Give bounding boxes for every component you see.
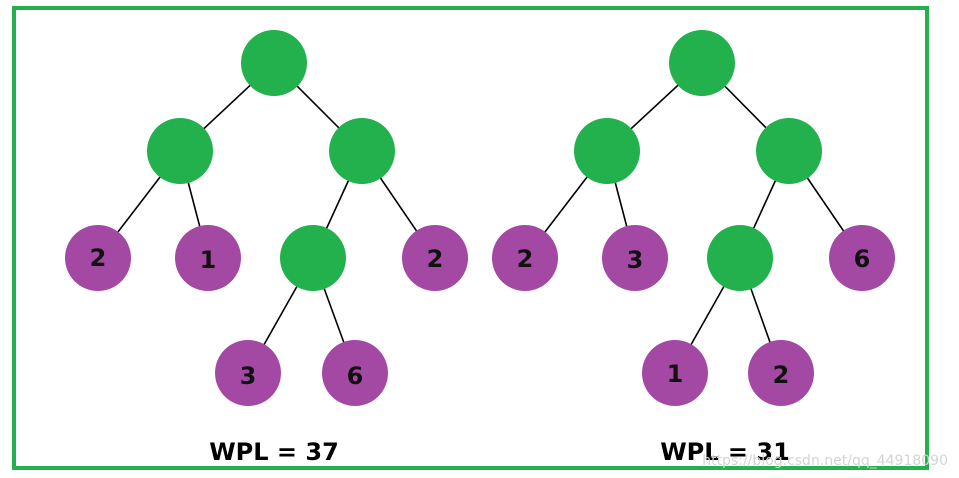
- tree-left: 2 1 3 6 2 WPL = 37: [65, 30, 468, 466]
- leaf-weight-label: 3: [627, 246, 644, 274]
- internal-node-root: [669, 30, 735, 96]
- internal-node: [574, 118, 640, 184]
- internal-node: [756, 118, 822, 184]
- watermark-text: https://blog.csdn.net/qq_44918090: [702, 453, 948, 469]
- wpl-label-right: WPL = 31: [660, 438, 790, 466]
- leaf-weight-label: 1: [200, 246, 217, 274]
- leaf-weight-label: 2: [427, 245, 444, 273]
- internal-node: [329, 118, 395, 184]
- leaf-weight-label: 6: [347, 362, 364, 390]
- leaf-weight-label: 6: [854, 245, 871, 273]
- leaf-node: [602, 225, 668, 291]
- leaf-weight-label: 2: [90, 244, 107, 272]
- leaf-weight-label: 1: [667, 360, 684, 388]
- leaf-weight-label: 2: [773, 361, 790, 389]
- leaf-node: [215, 340, 281, 406]
- leaf-node: [175, 225, 241, 291]
- leaf-weight-label: 3: [240, 362, 257, 390]
- leaf-node: [748, 340, 814, 406]
- internal-node: [147, 118, 213, 184]
- wpl-label-left: WPL = 37: [209, 438, 339, 466]
- leaf-node: [322, 340, 388, 406]
- internal-node: [707, 225, 773, 291]
- tree-right: 2 3 1 2 6 WPL = 31: [492, 30, 895, 466]
- leaf-weight-label: 2: [517, 245, 534, 273]
- leaf-node: [65, 225, 131, 291]
- internal-node-root: [241, 30, 307, 96]
- internal-node: [280, 225, 346, 291]
- green-border-frame: [12, 6, 929, 470]
- leaf-node: [402, 225, 468, 291]
- leaf-node: [492, 225, 558, 291]
- leaf-node: [642, 340, 708, 406]
- leaf-node: [829, 225, 895, 291]
